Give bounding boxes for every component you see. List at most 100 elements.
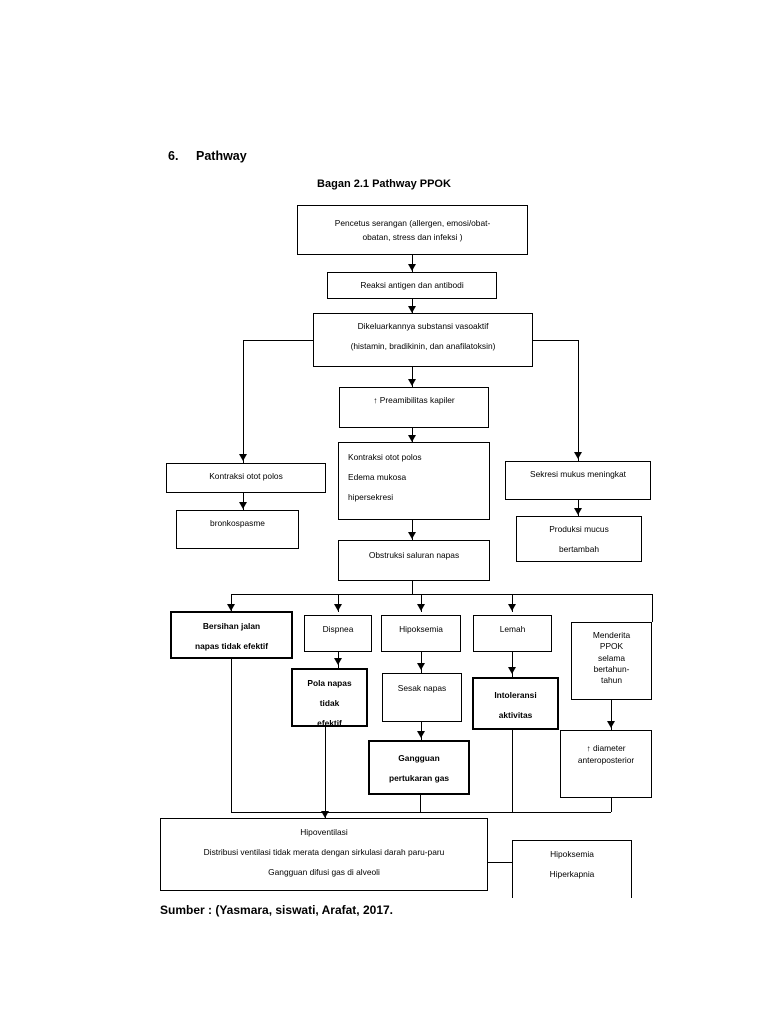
arrowhead-kontraksi-center bbox=[408, 435, 416, 442]
connector-pola-down bbox=[325, 727, 326, 812]
node-produksi-mucus-bertambah: Produksi mucus bertambah bbox=[516, 516, 642, 562]
node-line: PPOK bbox=[599, 641, 624, 652]
arrowhead-pola-napas bbox=[334, 658, 342, 665]
arrowhead-sekresi bbox=[574, 452, 582, 459]
connector-substansi-right-v bbox=[578, 340, 579, 461]
node-substansi-vasoaktif: Dikeluarkannya substansi vasoaktif (hist… bbox=[313, 313, 533, 367]
node-line: bertahun- bbox=[593, 664, 630, 675]
node-hipoksemia: Hipoksemia bbox=[381, 615, 461, 652]
node-line: pertukaran gas bbox=[388, 773, 450, 784]
connector-hipoksemia-sesak bbox=[421, 652, 422, 673]
node-line: Bersihan jalan bbox=[202, 621, 261, 631]
node-line: (histamin, bradikinin, dan anafilatoksin… bbox=[350, 341, 496, 352]
connector-diameter-down bbox=[611, 798, 612, 812]
connector-lemah-intoleransi bbox=[512, 652, 513, 677]
connector-intoleransi-down bbox=[512, 730, 513, 812]
node-line: ↑ diameter bbox=[586, 743, 626, 753]
connector-substansi-right-h bbox=[533, 340, 578, 341]
arrowhead-obstruksi bbox=[408, 532, 416, 539]
connector-obstruksi-bus bbox=[412, 581, 413, 595]
node-kontraksi-edema-hipersekresi: Kontraksi otot polos Edema mukosa hipers… bbox=[338, 442, 490, 520]
arrowhead-intoleransi bbox=[508, 667, 516, 674]
node-line: hipersekresi bbox=[348, 492, 394, 503]
arrowhead-substansi bbox=[408, 306, 416, 313]
connector-bus-bersihan bbox=[231, 594, 232, 612]
node-line: anteroposterior bbox=[577, 754, 635, 765]
node-bersihan-jalan-napas: Bersihan jalan napas tidak efektif bbox=[170, 611, 293, 659]
node-line: Distribusi ventilasi tidak merata dengan… bbox=[203, 847, 445, 858]
node-reaksi-antigen-antibodi: Reaksi antigen dan antibodi bbox=[327, 272, 497, 299]
page-title: Pathway bbox=[196, 149, 247, 163]
node-line: efektif bbox=[317, 718, 342, 729]
node-line: Hiperkapnia bbox=[549, 869, 595, 880]
node-line: Edema mukosa bbox=[348, 472, 407, 483]
node-line: Pola napas bbox=[307, 678, 352, 688]
node-line: Sekresi mukus meningkat bbox=[530, 469, 626, 479]
node-intoleransi-aktivitas: Intoleransi aktivitas bbox=[472, 677, 559, 730]
connector-substansi-left-v bbox=[243, 340, 244, 463]
node-line: Dikeluarkannya substansi vasoaktif bbox=[357, 321, 489, 331]
node-line: Lemah bbox=[499, 624, 526, 634]
source-citation: Sumber : (Yasmara, siswati, Arafat, 2017… bbox=[160, 903, 393, 917]
node-lemah: Lemah bbox=[473, 615, 552, 652]
node-line: obatan, stress dan infeksi ) bbox=[362, 231, 463, 242]
node-line: Hipoventilasi bbox=[300, 827, 348, 837]
node-line: Pencetus serangan (allergen, emosi/obat- bbox=[334, 218, 491, 229]
node-diameter-anteroposterior: ↑ diameter anteroposterior bbox=[560, 730, 652, 798]
node-line: bertambah bbox=[558, 544, 600, 555]
node-gangguan-pertukaran-gas: Gangguan pertukaran gas bbox=[368, 740, 470, 795]
node-preamibilitas-kapiler: ↑ Preamibilitas kapiler bbox=[339, 387, 489, 428]
node-line: selama bbox=[598, 652, 625, 663]
arrowhead-gangguan-gas bbox=[417, 731, 425, 738]
connector-menderita-diameter bbox=[611, 700, 612, 730]
arrowhead-bersihan bbox=[227, 604, 235, 611]
arrowhead-sesak bbox=[417, 663, 425, 670]
arrowhead-kontraksi-left bbox=[239, 454, 247, 461]
arrowhead-dispnea bbox=[334, 604, 342, 611]
connector-bus-lemah bbox=[512, 594, 513, 612]
node-kontraksi-otot-polos-left: Kontraksi otot polos bbox=[166, 463, 326, 493]
node-bronkospasme: bronkospasme bbox=[176, 510, 299, 549]
connector-kontraksi-bronkospasme bbox=[243, 493, 244, 510]
node-obstruksi-saluran-napas: Obstruksi saluran napas bbox=[338, 540, 490, 581]
node-hipoventilasi: Hipoventilasi Distribusi ventilasi tidak… bbox=[160, 818, 488, 891]
bottom-collector-bus bbox=[231, 812, 611, 813]
node-line: Produksi mucus bbox=[549, 524, 609, 534]
node-line: Hipoksemia bbox=[399, 624, 443, 634]
connector-bus-dispnea bbox=[338, 594, 339, 612]
node-line: Kontraksi otot polos bbox=[348, 452, 422, 462]
arrowhead-bronkospasme bbox=[239, 502, 247, 509]
node-line: Intoleransi bbox=[494, 690, 537, 700]
node-line: bronkospasme bbox=[210, 518, 265, 528]
distribution-bus bbox=[231, 594, 652, 595]
node-sesak-napas: Sesak napas bbox=[382, 673, 462, 722]
node-line: Obstruksi saluran napas bbox=[368, 550, 460, 560]
connector-substansi-left-h bbox=[243, 340, 313, 341]
connector-gangguan-down bbox=[420, 795, 421, 812]
node-pencetus-serangan: Pencetus serangan (allergen, emosi/obat-… bbox=[297, 205, 528, 255]
arrowhead-hipoksemia bbox=[417, 604, 425, 611]
connector-substansi-preamibilitas bbox=[412, 367, 413, 387]
arrowhead-lemah bbox=[508, 604, 516, 611]
connector-pencetus-reaksi bbox=[412, 255, 413, 272]
node-line: napas tidak efektif bbox=[194, 641, 269, 652]
arrowhead-produksi bbox=[574, 508, 582, 515]
node-line: tidak bbox=[319, 698, 340, 709]
node-line: Kontraksi otot polos bbox=[209, 471, 283, 481]
arrowhead-diameter bbox=[607, 721, 615, 728]
node-line: Menderita bbox=[592, 630, 631, 640]
arrowhead-reaksi bbox=[408, 264, 416, 271]
node-line: Gangguan difusi gas di alveoli bbox=[268, 867, 380, 878]
node-line: tahun bbox=[601, 675, 622, 686]
chart-title: Bagan 2.1 Pathway PPOK bbox=[317, 178, 451, 190]
arrowhead-hipoventilasi bbox=[321, 811, 329, 818]
node-hipoksemia-hiperkapnia: Hipoksemia Hiperkapnia bbox=[512, 840, 632, 898]
node-menderita-ppok: Menderita PPOK selama bertahun- tahun bbox=[571, 622, 652, 700]
node-line: Hipoksemia bbox=[550, 849, 594, 859]
arrowhead-preamibilitas bbox=[408, 379, 416, 386]
node-pola-napas-tidak-efektif: Pola napas tidak efektif bbox=[291, 668, 368, 729]
connector-bus-menderita bbox=[652, 594, 653, 622]
connector-bus-hipoksemia bbox=[421, 594, 422, 612]
node-sekresi-mukus-meningkat: Sekresi mukus meningkat bbox=[505, 461, 651, 500]
